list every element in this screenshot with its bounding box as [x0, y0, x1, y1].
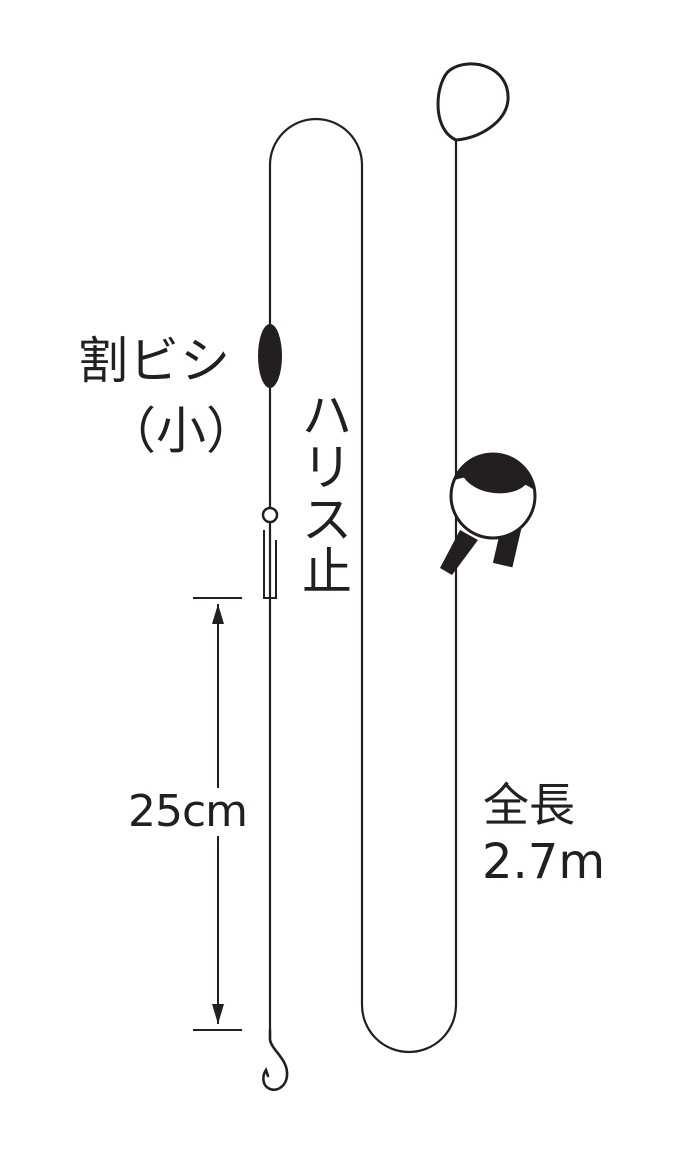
split-shot-sinker	[258, 324, 282, 388]
total-length-value: 2.7m	[482, 834, 606, 890]
sinker-size-label: （小）	[106, 402, 256, 460]
leader-stopper-sleeve	[263, 530, 277, 599]
top-loop	[436, 62, 510, 142]
hook	[262, 1028, 289, 1091]
leader-stopper-label: ハリス止	[302, 387, 352, 601]
float	[440, 452, 537, 575]
main-line	[268, 117, 458, 1054]
sinker-label: 割ビシ	[78, 332, 231, 390]
total-length-title: 全長	[483, 778, 575, 832]
leader-stopper-ring	[261, 506, 279, 524]
leader-length-label: 25cm	[128, 786, 248, 837]
